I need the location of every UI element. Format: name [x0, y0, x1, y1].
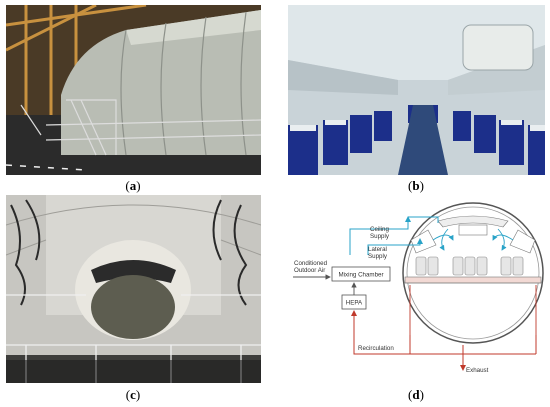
exhaust-label: Exhaust: [466, 367, 489, 374]
caption-b: (b): [408, 178, 424, 193]
mixing-chamber-label: Mixing Chamber: [338, 272, 383, 279]
lateral-supply-label-1: Lateral: [368, 246, 387, 253]
outdoor-air-label-1: Conditioned: [294, 260, 328, 267]
lateral-supply-label-2: Supply: [368, 253, 388, 260]
recirculation-lines: [351, 310, 537, 371]
recirculation-label: Recirculation: [358, 345, 394, 352]
caption-d: (d): [408, 387, 424, 402]
supply-ducts: [349, 216, 439, 255]
ceiling-supply-label-1: Ceiling: [370, 226, 389, 233]
caption-c: (c): [125, 387, 141, 402]
fuselage-cross-section: [402, 202, 544, 344]
hepa-box: [341, 294, 367, 310]
panel-d-diagram: Mixing Chamber HEPA Ceiling Supply Later…: [288, 195, 545, 383]
panel-a-photo: [6, 5, 261, 175]
outdoor-air-label-2: Outdoor Air: [294, 267, 325, 274]
mixing-chamber-box: [331, 266, 391, 282]
caption-a: (a): [125, 178, 141, 193]
panel-c-photo: [6, 195, 261, 383]
hepa-label: HEPA: [346, 300, 363, 307]
ceiling-supply-label-2: Supply: [370, 233, 390, 240]
panel-b-photo: [288, 5, 545, 175]
